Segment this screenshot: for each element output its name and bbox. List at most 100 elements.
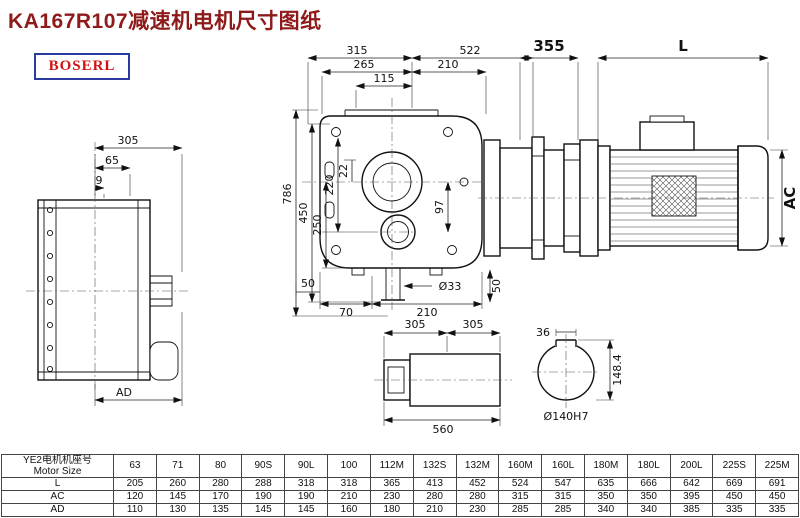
table-cell: 230 (369, 490, 414, 504)
dim-motor-L: L (678, 37, 688, 55)
table-cell: 350 (626, 490, 671, 504)
dim-top-315: 315 (347, 44, 368, 57)
table-cell: 160 (327, 503, 371, 517)
dim-bottom-210: 210 (417, 306, 438, 319)
side-view-dimensions: 305 65 9 AD (94, 134, 183, 406)
dim-gap-355: 355 (533, 37, 564, 55)
table-cell: 145 (284, 503, 329, 517)
table-cell: 691 (755, 477, 799, 491)
table-cell: 635 (583, 477, 628, 491)
front-view-dimensions: 315 522 265 210 115 22 220 250 45 (281, 44, 534, 319)
table-cell: 190 (241, 490, 286, 504)
table-cell: 666 (626, 477, 671, 491)
motor-view (478, 115, 774, 251)
table-cell: 170 (198, 490, 243, 504)
table-cell: 285 (541, 503, 585, 517)
table-cell: 210 (412, 503, 457, 517)
dim-left-786: 786 (281, 184, 294, 205)
table-cell: 145 (241, 503, 286, 517)
column-header: 160M (498, 454, 543, 478)
dim-bottom-50-right: 50 (490, 279, 503, 293)
shaft-detail (374, 353, 512, 407)
dim-top-115: 115 (374, 72, 395, 85)
dim-shaft-dia-33: Ø33 (439, 280, 462, 293)
column-header: 132M (455, 454, 500, 478)
column-header: 63 (113, 454, 157, 478)
shaft-section-view (532, 334, 600, 408)
column-header: 225S (712, 454, 757, 478)
row-label: L (1, 477, 114, 491)
table-cell: 260 (155, 477, 200, 491)
terminal-box (639, 121, 695, 151)
dim-shaft-305-b: 305 (463, 318, 484, 331)
dim-left-450: 450 (297, 203, 310, 224)
row-label: AD (1, 503, 114, 517)
dim-shaft-305-a: 305 (405, 318, 426, 331)
table-corner-header: YE2电机机座号 Motor Size (1, 454, 114, 478)
dim-section-bore: Ø140H7 (544, 410, 589, 423)
shaft-dimensions: 305 305 560 (383, 318, 501, 436)
flange-bolt-holes (46, 206, 54, 373)
table-cell: 350 (583, 490, 628, 504)
dim-bottom-50-left: 50 (301, 277, 315, 290)
table-cell: 340 (583, 503, 628, 517)
table-cell: 315 (498, 490, 543, 504)
column-header: 160L (541, 454, 585, 478)
table-cell: 335 (712, 503, 757, 517)
column-header: 80 (198, 454, 243, 478)
table-cell: 642 (669, 477, 714, 491)
dim-side-9: 9 (96, 174, 103, 187)
dim-top-210: 210 (438, 58, 459, 71)
table-cell: 130 (155, 503, 200, 517)
table-cell: 413 (412, 477, 457, 491)
dim-side-65: 65 (105, 154, 119, 167)
dim-top-522: 522 (460, 44, 481, 57)
table-cell: 280 (455, 490, 500, 504)
column-header: 71 (155, 454, 200, 478)
dim-shaft-560: 560 (433, 423, 454, 436)
table-cell: 547 (541, 477, 585, 491)
column-header: 90S (241, 454, 286, 478)
table-cell: 318 (284, 477, 329, 491)
dim-bottom-70: 70 (339, 306, 353, 319)
column-header: 112M (369, 454, 414, 478)
table-cell: 190 (284, 490, 329, 504)
dim-top-265: 265 (354, 58, 375, 71)
dim-side-AD: AD (116, 386, 132, 399)
gearbox-front-view (302, 98, 502, 310)
table-cell: 450 (712, 490, 757, 504)
dim-motor-AC: AC (781, 187, 799, 210)
table-cell: 285 (498, 503, 543, 517)
table-cell: 395 (669, 490, 714, 504)
dim-inner-97: 97 (433, 200, 446, 214)
table-cell: 335 (755, 503, 799, 517)
column-header: 100 (327, 454, 371, 478)
technical-drawing: 305 65 9 AD (26, 37, 799, 436)
column-header: 180M (583, 454, 628, 478)
brand-logo: BOSERL (34, 53, 130, 80)
table-cell: 365 (369, 477, 414, 491)
column-header: 132S (412, 454, 457, 478)
table-cell: 669 (712, 477, 757, 491)
header-en: Motor Size (33, 466, 82, 477)
table-cell: 524 (498, 477, 543, 491)
table-cell: 280 (412, 490, 457, 504)
table-cell: 280 (198, 477, 243, 491)
dim-left-22: 22 (337, 164, 350, 178)
table-cell: 145 (155, 490, 200, 504)
column-header: 200L (669, 454, 714, 478)
table-cell: 110 (113, 503, 157, 517)
table-cell: 315 (541, 490, 585, 504)
table-cell: 450 (755, 490, 799, 504)
header-cn: YE2电机机座号 (23, 455, 92, 467)
housing-bolt-holes (331, 127, 469, 255)
row-label: AC (1, 490, 114, 504)
table-cell: 385 (669, 503, 714, 517)
dim-key-36: 36 (536, 326, 550, 339)
table-cell: 210 (327, 490, 371, 504)
